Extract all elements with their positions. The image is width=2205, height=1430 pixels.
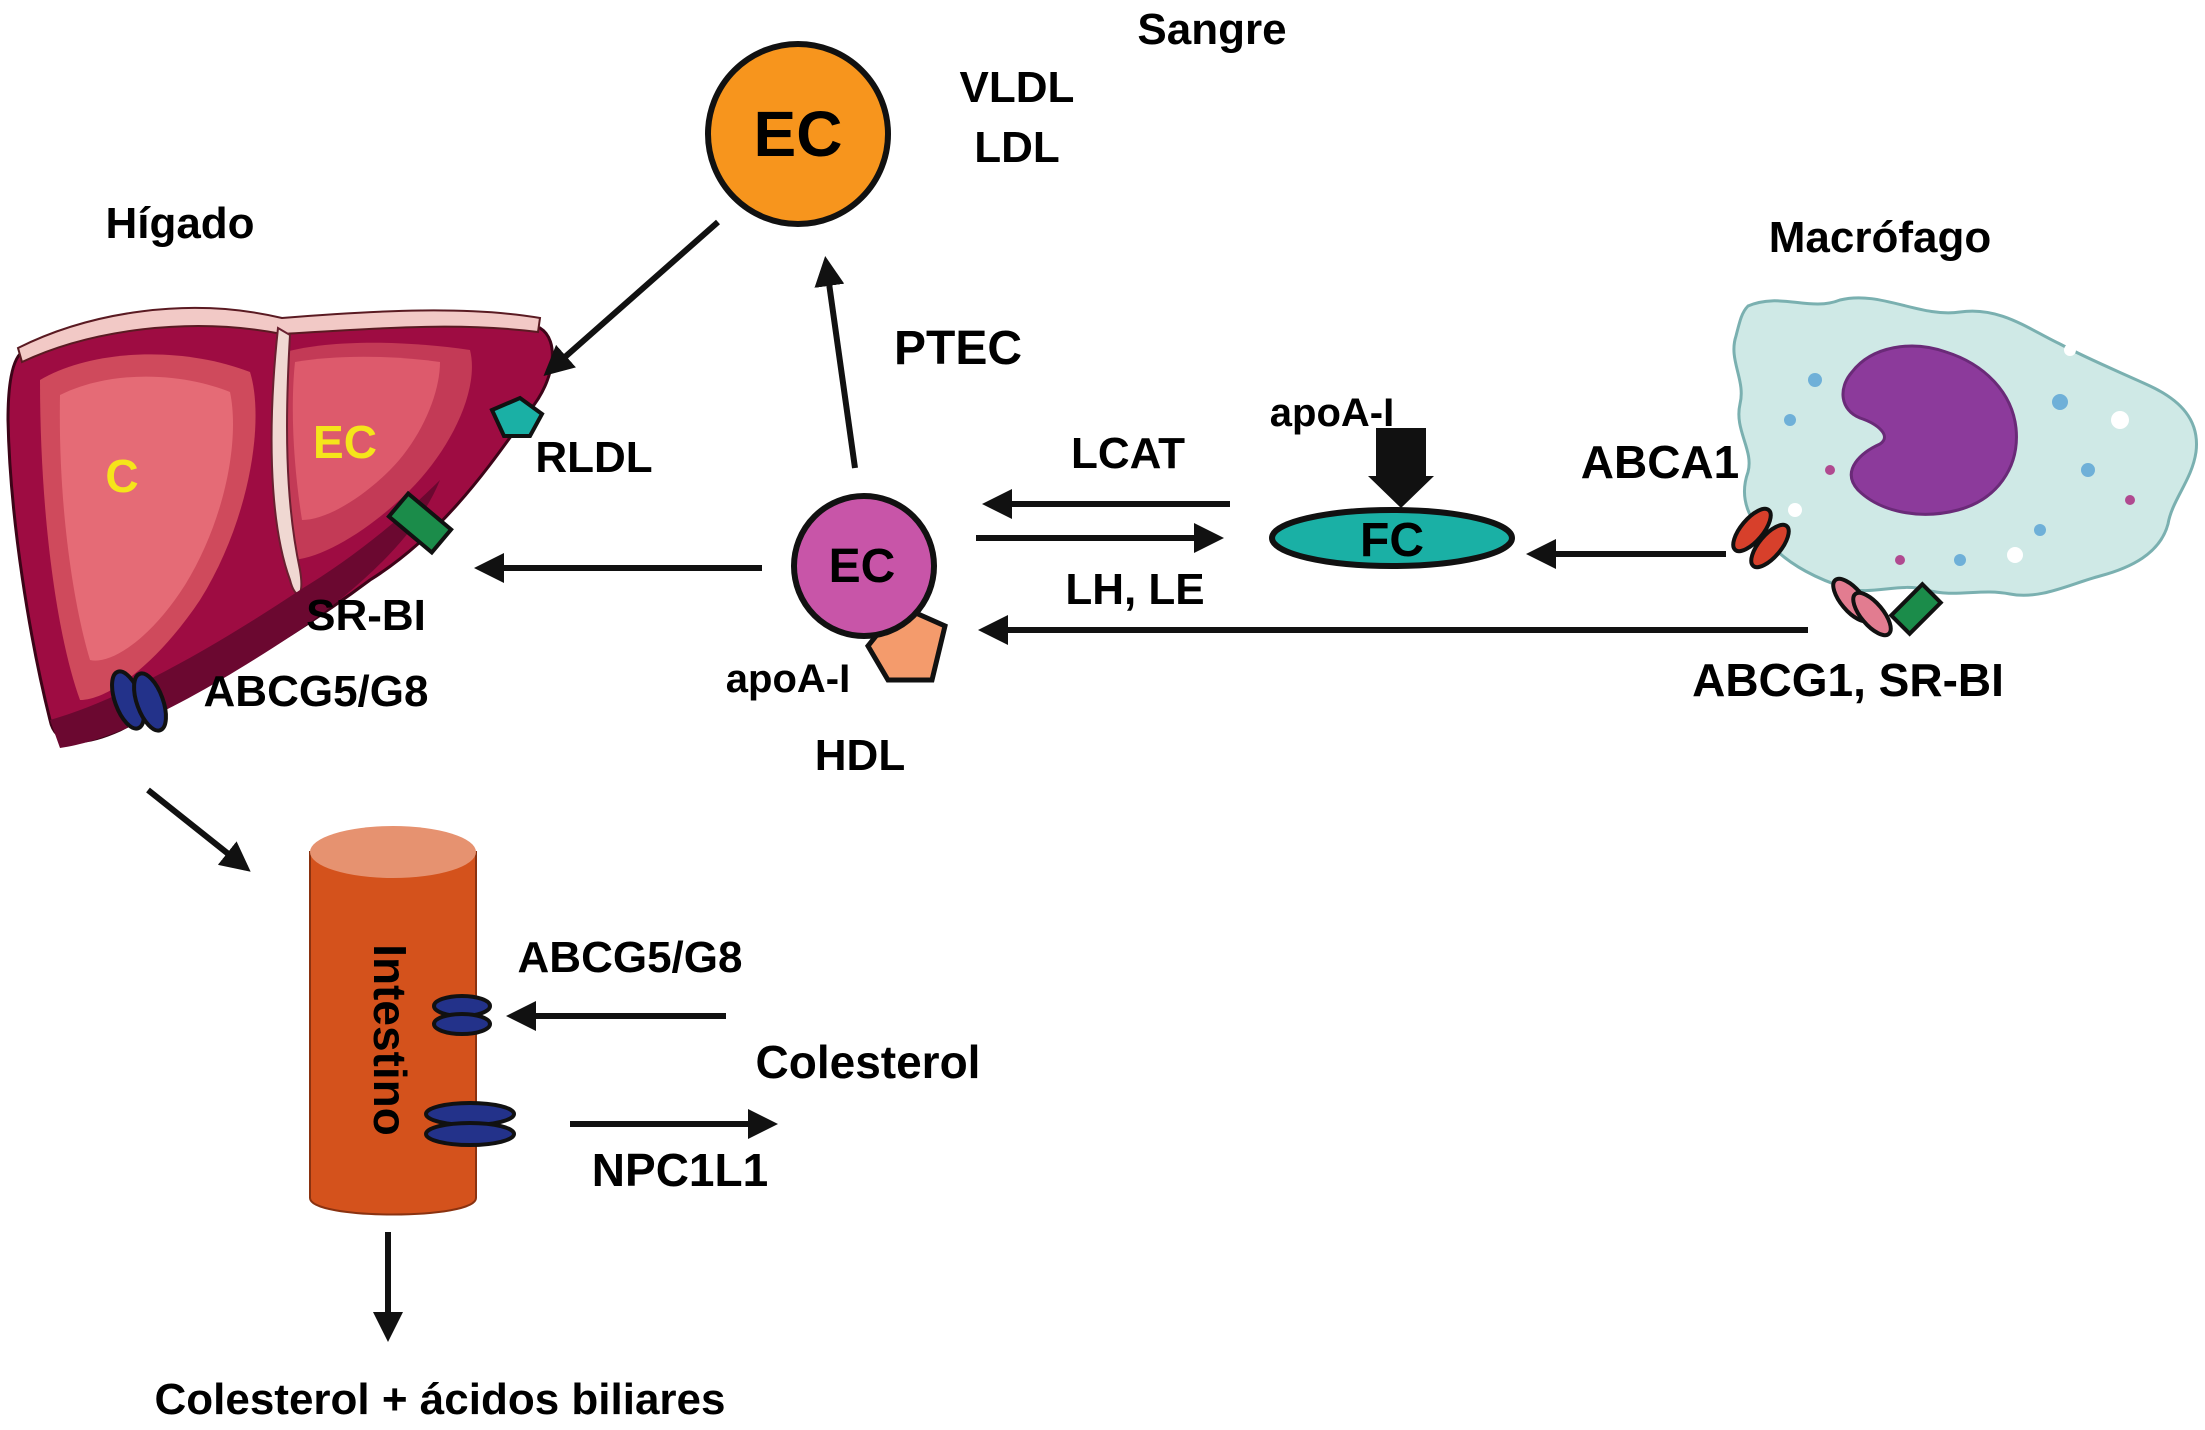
arrow-blood-to-liver: [543, 219, 720, 376]
apoa1-fc-arrow-icon: [1368, 428, 1434, 508]
fc-ellipse: [1269, 507, 1515, 569]
intestino-label: Intestino: [364, 944, 416, 1136]
abcg5g8-intestine-transporter-icon: [432, 994, 492, 1036]
blood-ec-circle: [705, 41, 891, 227]
abcg1-srbi-label: ABCG1, SR-BI: [1692, 654, 2004, 706]
arrow-liver-to-intestine: [146, 787, 251, 872]
hdl-particle: [791, 493, 948, 683]
apoa1-hdl-label: apoA-I: [726, 657, 850, 701]
higado-label: Hígado: [105, 199, 254, 248]
intestine-cylinder: [309, 826, 477, 1216]
npc1l1-transporter-icon: [424, 1101, 516, 1147]
arrow-hdl-to-blood: [814, 256, 858, 469]
hdl-label: HDL: [815, 731, 905, 780]
blood-ec-label: EC: [754, 98, 843, 170]
ldl-label: LDL: [974, 123, 1060, 172]
liver-ec-label: EC: [313, 416, 377, 468]
abca1-transporter-icon: [1731, 506, 1791, 570]
hdl-ec-circle: [791, 493, 937, 639]
lcat-label: LCAT: [1071, 429, 1185, 478]
apoa1-fc-label: apoA-I: [1270, 391, 1394, 435]
hdl-ec-label: EC: [829, 540, 896, 593]
ptec-label: PTEC: [894, 322, 1022, 375]
colesterol-label: Colesterol: [756, 1036, 981, 1088]
abca1-label: ABCA1: [1581, 436, 1739, 488]
srbi-liver-label: SR-BI: [306, 591, 426, 640]
srbi-macrophage-receptor-icon: [1888, 581, 1944, 637]
macrofago-label: Macrófago: [1769, 213, 1991, 262]
macrophage-nucleus: [1841, 344, 2018, 516]
srbi-liver-receptor-icon: [386, 490, 454, 556]
liver-c-label: C: [105, 450, 138, 502]
sangre-label: Sangre: [1137, 5, 1286, 54]
rldl-label: RLDL: [535, 433, 652, 482]
abcg1-transporter-icon: [1831, 576, 1893, 638]
fc-label: FC: [1360, 514, 1424, 567]
liver-illustration: [6, 306, 554, 748]
abcg5g8-liver-label: ABCG5/G8: [204, 667, 429, 716]
abcg5g8-intestine-label: ABCG5/G8: [518, 933, 743, 982]
lh-le-label: LH, LE: [1065, 565, 1204, 614]
npc1l1-label: NPC1L1: [592, 1144, 768, 1196]
vldl-label: VLDL: [960, 63, 1075, 112]
bottom-label: Colesterol + ácidos biliares: [154, 1375, 725, 1424]
abcg5g8-liver-transporter-icon: [110, 669, 168, 733]
rldl-receptor-icon: [489, 395, 545, 438]
macrophage-cell: [1732, 296, 2198, 597]
